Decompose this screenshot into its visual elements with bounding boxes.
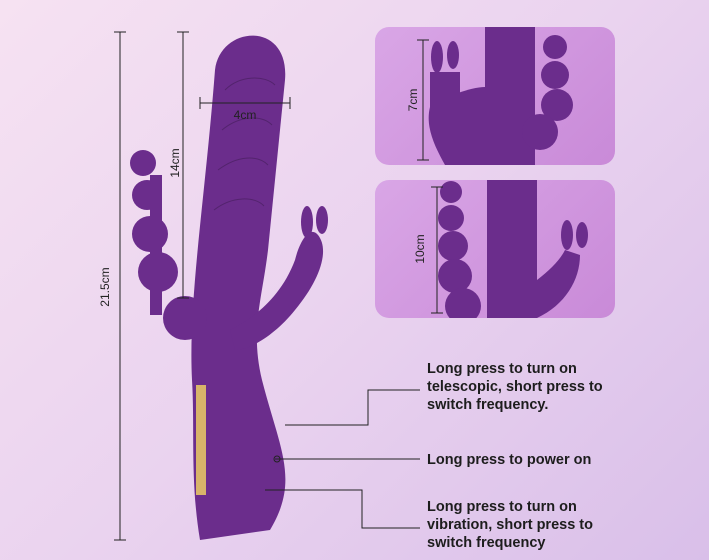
callout-lines [265,389,420,529]
dimension-lines [114,31,291,541]
vibration-button-callout: Long press to turn on vibration, short p… [427,499,593,551]
product-illustration [130,35,328,541]
insertable-length-label: 14cm [168,148,182,178]
rabbit-extension-panel: 7cm [375,27,615,165]
telescopic-button-callout: Long press to turn on telescopic, short … [427,361,603,413]
power-button-callout: Long press to power on [427,452,592,468]
beads-extension-label: 10cm [413,234,427,264]
width-label: 4cm [233,108,257,122]
gold-plate [196,385,206,495]
beads-extension-panel: 10cm [375,180,615,318]
rabbit-extension-label: 7cm [406,88,420,112]
total-length-label: 21.5cm [98,267,112,307]
